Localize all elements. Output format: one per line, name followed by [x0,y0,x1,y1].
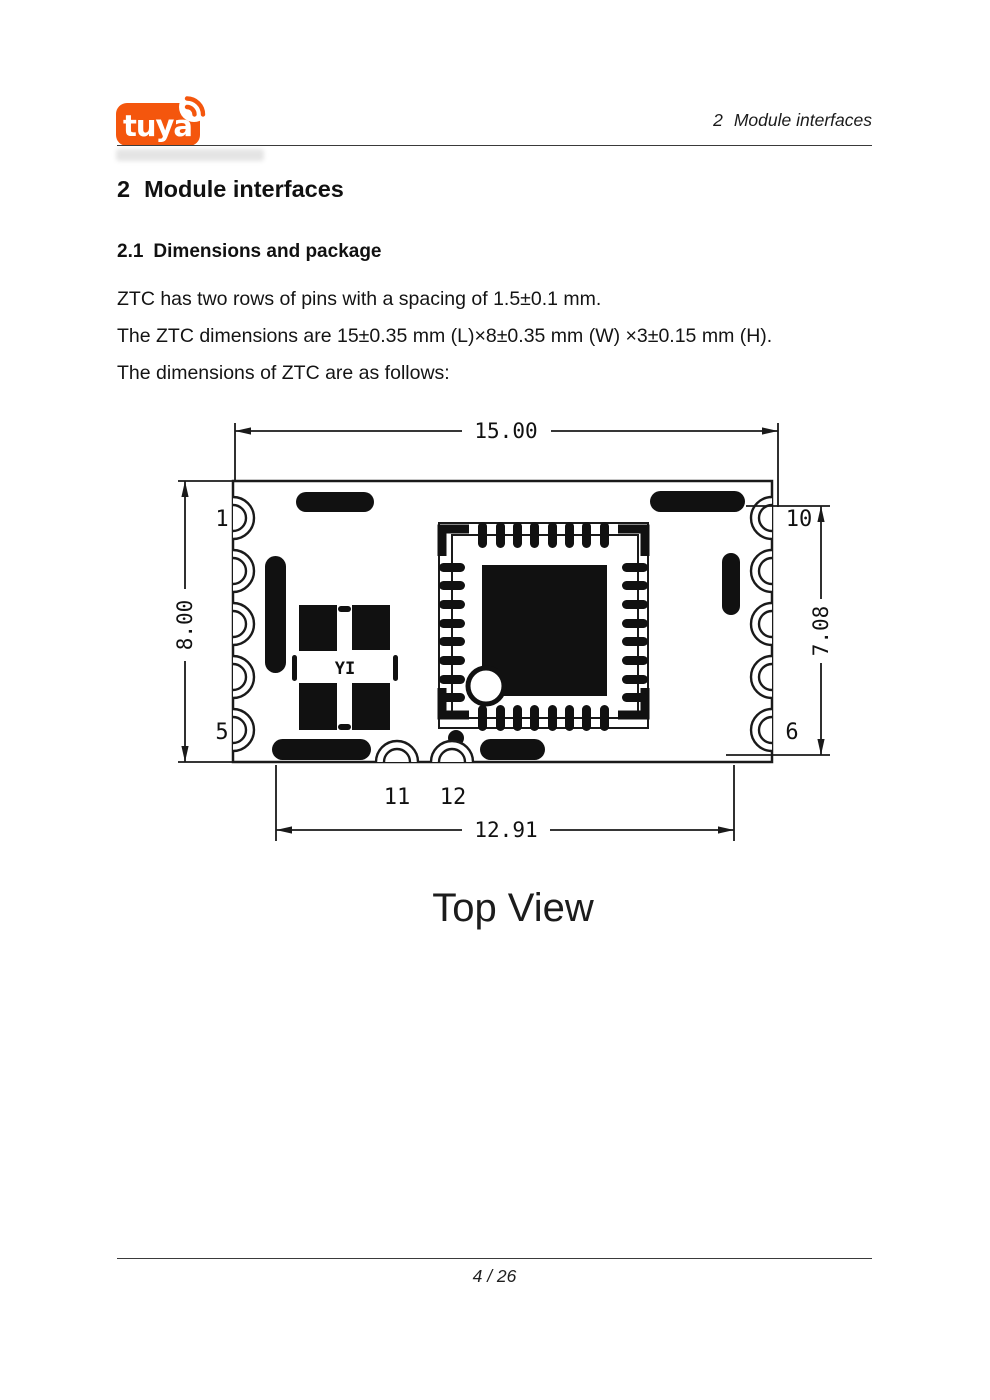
header-section-label: 2 Module interfaces [713,110,872,131]
qfn-pin1-marker [465,665,507,707]
module-dimension-drawing: YI [173,419,830,930]
tuya-logo: tuya [116,94,209,146]
tuya-logo-badge [116,103,200,146]
castellations-left [232,495,256,753]
subsection-heading-title: Dimensions and package [153,241,382,262]
tuya-logo-text: tuya [123,109,192,143]
dimension-width-top: 15.00 [234,419,779,507]
dimension-height-left: 8.00 [173,480,232,763]
qfn-top-pads [478,522,609,548]
qfn-bottom-pads [478,705,609,731]
figure-caption: Top View [432,886,594,930]
dimension-width-bottom: 12.91 [275,765,735,842]
paragraph-intro-figure: The dimensions of ZTC are as follows: [117,362,450,384]
pin-labels: 1 5 10 6 11 12 [215,507,812,810]
copper-traces [265,491,745,760]
qfn-die-pad [482,565,607,696]
pin-5-label: 5 [215,720,228,745]
page-number: 4 / 26 [472,1266,517,1286]
qfn-left-pads [439,563,465,702]
header-rule [117,145,872,146]
paragraph-dimensions: The ZTC dimensions are 15±0.35 mm (L)×8±… [117,325,773,347]
pin-10-label: 10 [786,507,813,532]
dim-8-label: 8.00 [173,600,197,651]
pin-1-label: 1 [215,507,228,532]
subsection-heading-number: 2.1 [117,241,144,262]
dimension-height-right: 7.08 [726,505,830,756]
dim-7-label: 7.08 [809,606,830,657]
subsection-heading: 2.1 Dimensions and package [117,241,382,263]
pin-11-label: 11 [384,785,411,810]
dim-15-label: 15.00 [474,419,537,443]
castellations-bottom [374,739,475,763]
section-heading-title: Module interfaces [144,176,344,202]
paragraph-pin-spacing: ZTC has two rows of pins with a spacing … [117,288,602,310]
pin-12-label: 12 [440,785,467,810]
dim-12-91-label: 12.91 [474,818,537,842]
pin-6-label: 6 [785,720,798,745]
qfn-ic [437,522,650,746]
crystal-label: YI [335,659,355,679]
header-section-number: 2 [713,110,723,130]
crystal-footprint: YI [292,605,398,730]
qfn-right-pads [622,563,648,702]
footer-rule [117,1258,872,1259]
ghost-artifact [116,149,264,161]
header-section-title: Module interfaces [733,110,872,130]
section-heading-number: 2 [117,176,131,202]
section-heading: 2 Module interfaces [117,176,344,203]
tuya-signal-arc-large-icon [184,96,206,117]
tuya-signal-arc-small-icon [184,104,197,117]
